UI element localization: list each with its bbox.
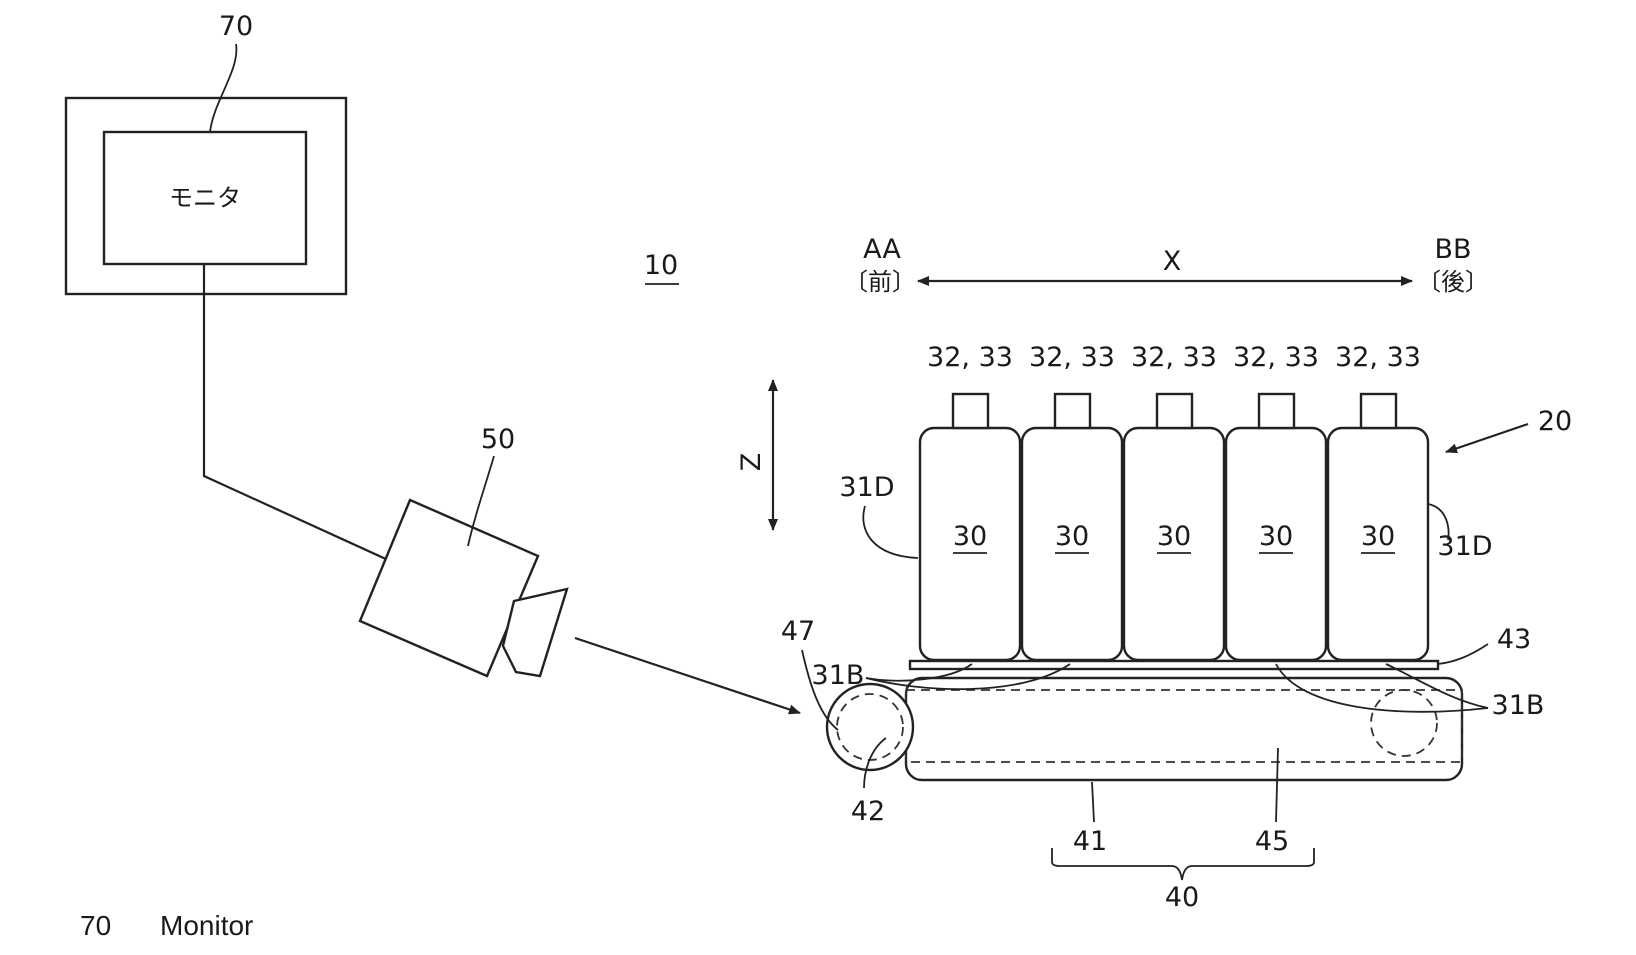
direction-left-jp: 〔前〕: [844, 268, 916, 296]
container-cap-label: 32, 33: [1233, 342, 1319, 373]
left-31b-label: 31B: [812, 660, 865, 691]
ref-47-label: 47: [781, 616, 815, 647]
plate-43: [910, 661, 1438, 669]
container-ref-label: 30: [953, 521, 987, 552]
container-cap: [1055, 394, 1090, 428]
ref-45-label: 45: [1255, 826, 1289, 857]
container-cap-label: 32, 33: [1335, 342, 1421, 373]
left-31d-label: 31D: [839, 472, 894, 503]
direction-left-code: AA: [863, 234, 901, 265]
container-ref-label: 30: [1361, 521, 1395, 552]
ref-43-label: 43: [1497, 624, 1531, 655]
ref-41-leader: [1092, 782, 1094, 822]
container-cap: [1259, 394, 1294, 428]
legend-text: Monitor: [160, 910, 253, 941]
right-31b-label: 31B: [1492, 690, 1545, 721]
direction-right-code: BB: [1434, 234, 1471, 265]
direction-x-indicator: AA 〔前〕 BB 〔後〕 X: [844, 234, 1489, 296]
direction-z-indicator: Z: [736, 380, 773, 530]
ref-43-leader: [1438, 644, 1488, 664]
container-cap-label: 32, 33: [1131, 342, 1217, 373]
container-cap: [1157, 394, 1192, 428]
container-2: 32, 33 30: [1022, 342, 1122, 660]
camera-lens: [503, 589, 567, 676]
monitor-ref-label: 70: [219, 11, 253, 42]
ref-41-label: 41: [1073, 826, 1107, 857]
conveyor-body-41: [906, 678, 1462, 780]
container-cap-label: 32, 33: [927, 342, 1013, 373]
right-31d-label: 31D: [1437, 531, 1492, 562]
camera-device: 50: [360, 424, 567, 676]
rack-ref-arrow: [1446, 424, 1528, 452]
container-cap-label: 32, 33: [1029, 342, 1115, 373]
monitor-screen-text: モニタ: [169, 184, 241, 212]
ref-40-label: 40: [1165, 882, 1199, 913]
direction-x-axis-label: X: [1163, 246, 1182, 277]
left-31d-leader: [863, 506, 918, 558]
container-4: 32, 33 30: [1226, 342, 1326, 660]
legend-num: 70: [80, 910, 160, 942]
container-3: 32, 33 30: [1124, 342, 1224, 660]
container-ref-label: 30: [1259, 521, 1293, 552]
direction-z-axis-label: Z: [736, 453, 767, 472]
conveyor-assembly: 47 43 42 31B 31B 41 45 40: [781, 616, 1545, 913]
monitor-device: モニタ 70: [66, 11, 346, 294]
container-cap: [1361, 394, 1396, 428]
ref-42-label: 42: [851, 796, 885, 827]
system-ref-label: 10: [644, 250, 678, 281]
camera-ref-label: 50: [481, 424, 515, 455]
container-5: 32, 33 30: [1328, 342, 1428, 660]
rack-ref-label: 20: [1538, 406, 1572, 437]
direction-right-jp: 〔後〕: [1417, 268, 1489, 296]
camera-view-arrow: [575, 638, 800, 713]
container-group: 32, 33 30 32, 33 30 32, 33 30 32, 33 30 32, 33 30: [920, 342, 1428, 660]
legend-row-1: 70Monitor: [80, 910, 253, 942]
container-cap: [953, 394, 988, 428]
monitor-camera-cable: [204, 264, 388, 560]
container-ref-label: 30: [1157, 521, 1191, 552]
container-1: 32, 33 30: [920, 342, 1020, 660]
container-ref-label: 30: [1055, 521, 1089, 552]
